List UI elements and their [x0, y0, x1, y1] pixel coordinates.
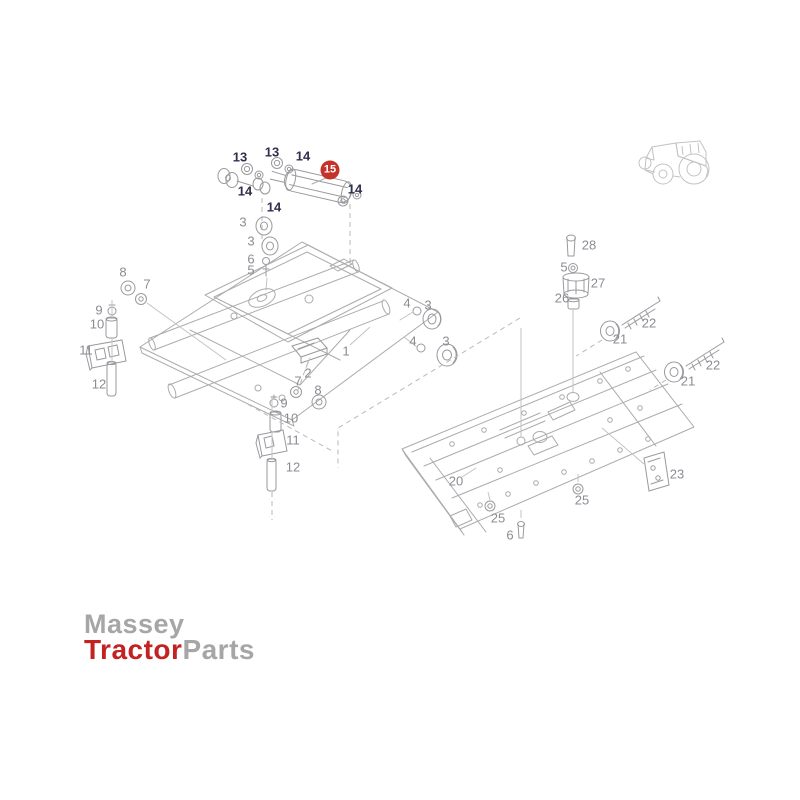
nut-icon	[484, 483, 584, 512]
frame-roller-icon	[399, 306, 458, 367]
part-callout-5[interactable]: 5	[247, 262, 255, 278]
washer-icon	[290, 386, 302, 398]
part-callout-3[interactable]: 3	[239, 214, 247, 230]
roller-part-drawing	[217, 157, 362, 266]
part-callout-10[interactable]: 10	[89, 316, 105, 332]
part-callout-12[interactable]: 12	[285, 459, 301, 475]
pulley-end-icon	[217, 168, 271, 195]
tractor-icon	[638, 140, 710, 185]
pin-icon	[266, 457, 277, 492]
snap-ring-icon	[241, 157, 283, 175]
part-callout-1[interactable]: 1	[342, 343, 350, 359]
part-callout-14[interactable]: 14	[266, 199, 282, 215]
part-callout-13[interactable]: 13	[264, 144, 280, 160]
spacer-icon	[567, 297, 580, 310]
clamp-bracket-icon	[85, 339, 127, 371]
part-callout-9[interactable]: 9	[280, 395, 288, 411]
suspension-tube-icon	[148, 259, 391, 399]
part-callout-27[interactable]: 27	[590, 275, 606, 291]
part-callout-9[interactable]: 9	[95, 302, 103, 318]
spacer-sleeve-icon	[105, 316, 118, 339]
part-callout-21[interactable]: 21	[612, 331, 628, 347]
part-callout-12[interactable]: 12	[91, 376, 107, 392]
right-hardware-column	[484, 234, 725, 539]
part-callout-11[interactable]: 11	[79, 342, 93, 358]
part-callout-7[interactable]: 7	[294, 373, 302, 389]
clamp-bracket-icon	[255, 429, 288, 459]
part-callout-14[interactable]: 14	[237, 183, 253, 199]
part-callout-8[interactable]: 8	[314, 382, 322, 398]
logo-parts-text: Parts	[182, 633, 255, 665]
part-callout-14[interactable]: 14	[347, 181, 363, 197]
part-callout-14[interactable]: 14	[295, 148, 311, 164]
logo-line2: TractorParts	[84, 633, 255, 665]
part-callout-2[interactable]: 2	[304, 365, 312, 381]
logo-line1: Massey	[84, 609, 185, 639]
roller-icon	[600, 320, 684, 383]
part-callout-8[interactable]: 8	[119, 264, 127, 280]
part-callout-22[interactable]: 22	[705, 357, 721, 373]
logo-tractor-text: Tractor	[84, 633, 183, 665]
part-callout-6[interactable]: 6	[247, 251, 255, 267]
upper-frame-drawing	[139, 216, 458, 427]
guide-roller-stack-icon	[255, 216, 279, 291]
part-callout-28[interactable]: 28	[581, 237, 597, 253]
part-callout-5[interactable]: 5	[560, 259, 568, 275]
part-callout-3[interactable]: 3	[247, 233, 255, 249]
massey-tractor-parts-logo: Massey TractorParts	[84, 609, 255, 665]
part-callout-6[interactable]: 6	[506, 527, 514, 543]
part-callout-10[interactable]: 10	[283, 410, 299, 426]
part-callout-11[interactable]: 11	[286, 432, 300, 448]
part-callout-20[interactable]: 20	[448, 473, 464, 489]
part-callout-4[interactable]: 4	[409, 333, 417, 349]
part-callout-3[interactable]: 3	[424, 297, 432, 313]
nut-icon	[568, 263, 578, 273]
part-callout-22[interactable]: 22	[641, 315, 657, 331]
bushing-icon	[311, 394, 327, 410]
left-hardware-column	[85, 280, 227, 397]
part-callout-7[interactable]: 7	[143, 276, 151, 292]
part-callout-3[interactable]: 3	[442, 333, 450, 349]
part-callout-4[interactable]: 4	[403, 295, 411, 311]
screw-icon	[621, 296, 725, 371]
bushing-icon	[120, 280, 147, 305]
latch-bracket-icon	[291, 337, 328, 369]
bolt-icon	[566, 234, 576, 257]
part-callout-23[interactable]: 23	[669, 466, 685, 482]
part-callout-21[interactable]: 21	[680, 373, 696, 389]
pin-icon	[106, 360, 117, 397]
part-callout-25[interactable]: 25	[490, 510, 506, 526]
rubber-bushing-icon	[562, 272, 590, 299]
part-callout-13[interactable]: 13	[232, 149, 248, 165]
roller-cylinder-icon	[269, 168, 353, 204]
bolt-icon	[269, 394, 279, 408]
highlighted-part-callout[interactable]: 15	[320, 160, 340, 180]
spacer-sleeve-icon	[269, 410, 282, 433]
part-callout-25[interactable]: 25	[574, 492, 590, 508]
center-hardware-column	[255, 361, 327, 520]
plate-bracket-icon	[643, 451, 670, 492]
part-callout-26[interactable]: 26	[554, 290, 570, 306]
lower-frame-drawing	[401, 351, 695, 536]
bolt-icon	[517, 521, 525, 539]
